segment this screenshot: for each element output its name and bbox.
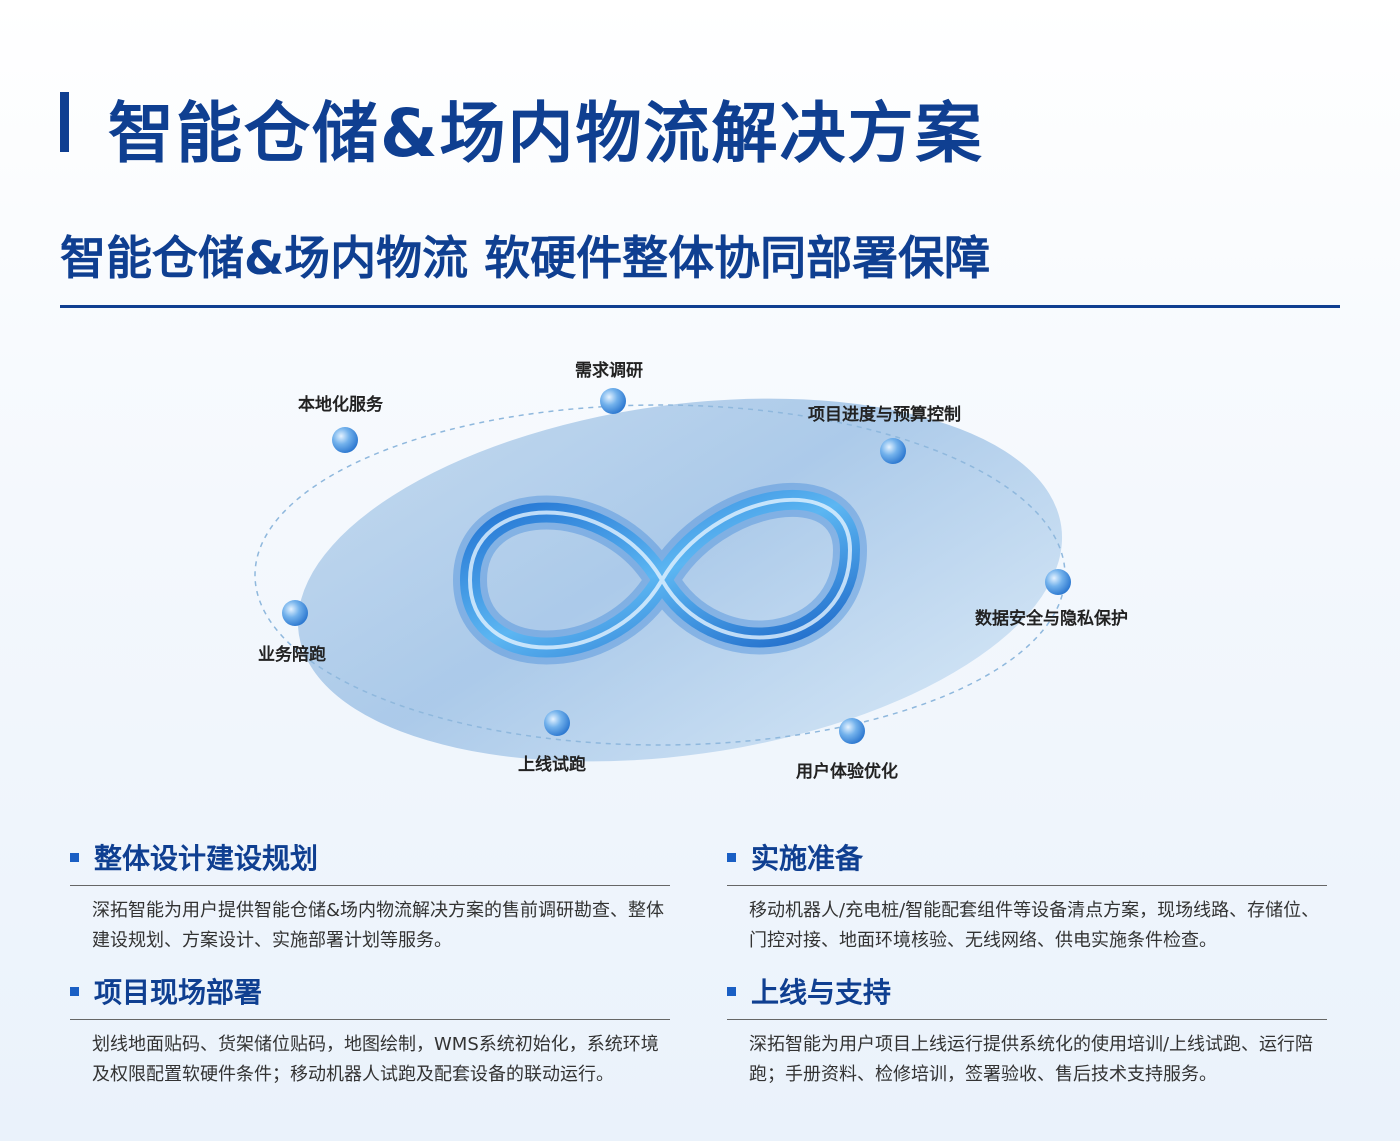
section-divider <box>727 885 1327 886</box>
cycle-node-label: 本地化服务 <box>298 395 383 415</box>
cycle-node-label: 上线试跑 <box>518 755 586 775</box>
section-body: 深拓智能为用户项目上线运行提供系统化的使用培训/上线试跑、运行陪跑；手册资料、检… <box>749 1034 1314 1085</box>
section-body: 移动机器人/充电桩/智能配套组件等设备清点方案，现场线路、存储位、门控对接、地面… <box>749 900 1320 951</box>
section-implementation-prep: 实施准备 移动机器人/充电桩/智能配套组件等设备清点方案，现场线路、存储位、门控… <box>727 835 1327 956</box>
background-ellipse <box>297 398 1063 762</box>
bullet-square-icon <box>70 986 79 996</box>
header-divider <box>60 305 1340 308</box>
section-design-planning: 整体设计建设规划 深拓智能为用户提供智能仓储&场内物流解决方案的售前调研勘查、整… <box>70 835 670 956</box>
service-cycle-diagram: 需求调研项目进度与预算控制数据安全与隐私保护用户体验优化 上线试跑 业务陪跑 本地化服… <box>0 330 1400 800</box>
infinity-loop-icon <box>453 482 867 665</box>
section-head: 项目现场部署 <box>70 969 670 1013</box>
cycle-node-dot <box>839 718 865 744</box>
cycle-node-dot <box>600 388 626 414</box>
section-head: 实施准备 <box>727 835 1327 879</box>
cycle-node-dot <box>332 427 358 453</box>
cycle-node-label: 需求调研 <box>575 361 643 381</box>
section-divider <box>70 1019 670 1020</box>
cycle-node-label: 用户体验优化 <box>796 762 898 782</box>
section-head: 整体设计建设规划 <box>70 835 670 879</box>
cycle-node-dot <box>544 710 570 736</box>
cycle-node-dot <box>880 438 906 464</box>
bullet-square-icon <box>727 852 736 862</box>
cycle-node-label: 项目进度与预算控制 <box>808 405 961 425</box>
section-body: 深拓智能为用户提供智能仓储&场内物流解决方案的售前调研勘查、整体建设规划、方案设… <box>92 900 665 951</box>
page-subtitle: 智能仓储&场内物流 软硬件整体协同部署保障 <box>60 231 991 285</box>
section-site-deployment: 项目现场部署 划线地面贴码、货架储位贴码，地图绘制，WMS系统初始化，系统环境及… <box>70 969 670 1090</box>
cycle-graphic <box>254 388 1071 762</box>
section-head: 上线与支持 <box>727 969 1327 1013</box>
section-title: 实施准备 <box>751 842 864 875</box>
cycle-node-label: 数据安全与隐私保护 <box>975 609 1128 629</box>
section-title: 项目现场部署 <box>94 976 263 1009</box>
section-launch-support: 上线与支持 深拓智能为用户项目上线运行提供系统化的使用培训/上线试跑、运行陪跑；… <box>727 969 1327 1090</box>
cycle-node-dot <box>1045 569 1071 595</box>
page-title: 智能仓储&场内物流解决方案 <box>108 95 984 172</box>
section-divider <box>70 885 670 886</box>
cycle-node-label: 业务陪跑 <box>258 645 326 665</box>
section-divider <box>727 1019 1327 1020</box>
cycle-node-dot <box>282 600 308 626</box>
bullet-square-icon <box>727 986 736 996</box>
section-title: 上线与支持 <box>751 976 892 1009</box>
title-accent-bar <box>60 92 69 152</box>
bullet-square-icon <box>70 852 79 862</box>
section-title: 整体设计建设规划 <box>94 842 319 875</box>
section-body: 划线地面贴码、货架储位贴码，地图绘制，WMS系统初始化，系统环境及权限配置软硬件… <box>92 1034 659 1085</box>
